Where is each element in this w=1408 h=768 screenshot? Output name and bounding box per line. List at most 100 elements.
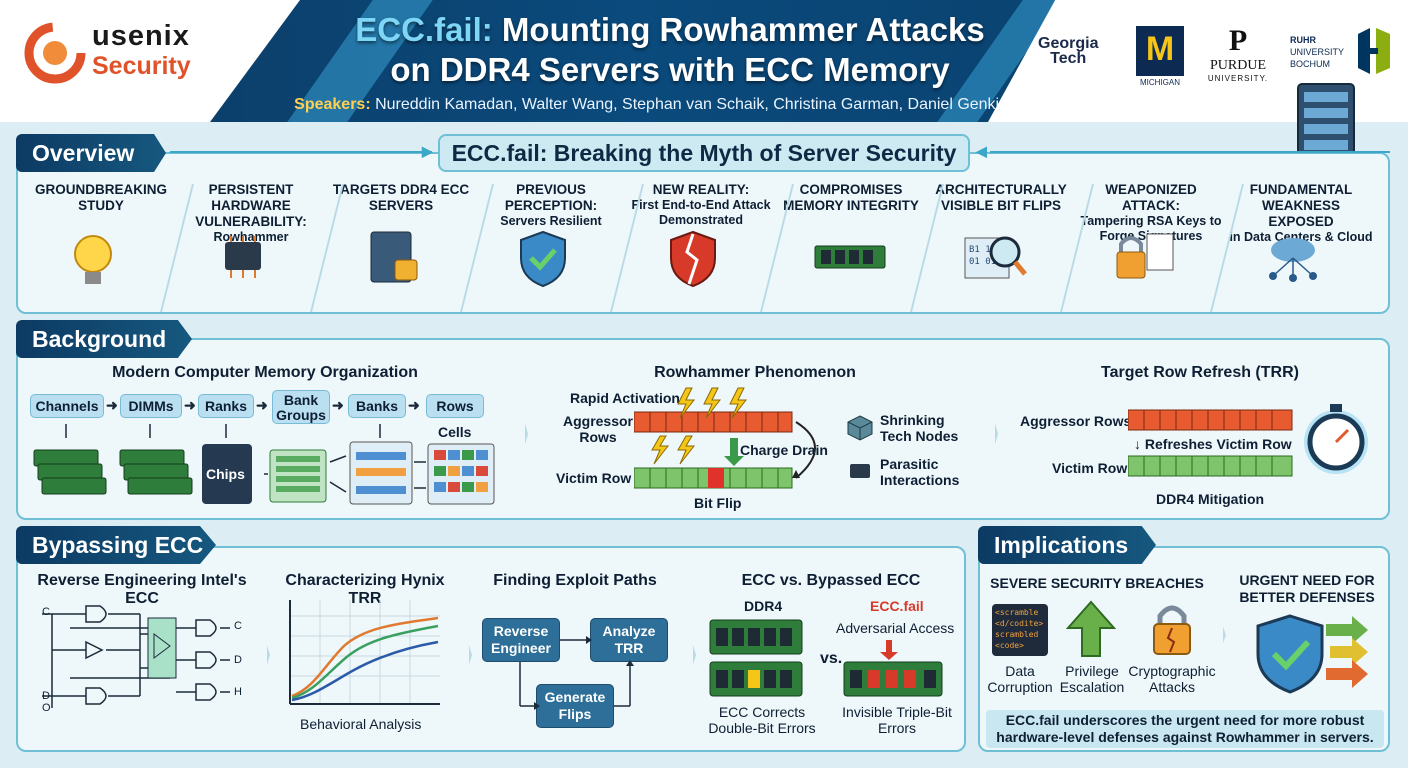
- charge-drain-label: Charge Drain: [740, 442, 828, 458]
- privilege-escalation-label: Privilege Escalation: [1059, 663, 1125, 695]
- re-label-d-right: D: [234, 654, 242, 666]
- org-banks: Banks: [348, 394, 406, 418]
- overview-item-title: NEW REALITY:: [652, 182, 750, 197]
- overview-item-title: FUNDAMENTAL WEAKNESS EXPOSED: [1249, 182, 1353, 229]
- eccfail-label: ECC.fail: [870, 598, 924, 614]
- header: usenix Security ECC.fail: Mounting Rowha…: [0, 0, 1408, 122]
- re-label-c-right: C: [234, 620, 242, 632]
- chips-label: Chips: [206, 466, 245, 482]
- overview-item: WEAPONIZED ATTACK:Tampering RSA Keys to …: [1078, 182, 1224, 279]
- re-label-d-left: D: [42, 690, 50, 702]
- invisible-errors-label: Invisible Triple-Bit Errors: [842, 704, 952, 736]
- broken-shield-icon: [670, 230, 716, 288]
- data-corruption-label: Data Corruption: [987, 663, 1053, 695]
- vs-label: vs.: [820, 650, 843, 667]
- overview-item: PERSISTENT HARDWARE VULNERABILITY:Rowham…: [178, 182, 324, 278]
- broken-lock-icon: [1153, 605, 1191, 655]
- overview-item: COMPROMISES MEMORY INTEGRITY: [778, 182, 924, 269]
- shield-arrows-icon: [1256, 614, 1368, 694]
- page-title: ECC.fail: Mounting Rowhammer Attacks on …: [355, 11, 985, 88]
- analyze-trr-box: Analyze TRR: [590, 618, 668, 662]
- exploit-title: Finding Exploit Paths: [493, 572, 657, 589]
- org-channels: Channels: [30, 394, 104, 418]
- exploit-flow-arrows: [519, 636, 634, 710]
- trr-title: Target Row Refresh (TRR): [1101, 364, 1299, 381]
- divider-chevron-4: [452, 590, 472, 720]
- org-dimms: DIMMs: [120, 394, 182, 418]
- overview-item-subtitle: Rowhammer: [213, 230, 289, 244]
- rapid-activations-label: Rapid Activations: [570, 390, 688, 406]
- server-lock-icon: [370, 231, 418, 283]
- shrinking-label: Shrinking Tech Nodes: [880, 412, 959, 444]
- overview-item: PREVIOUS PERCEPTION:Servers Resilient: [478, 182, 624, 288]
- re-label-o-left: O: [42, 702, 51, 714]
- re-label-h-right: H: [234, 686, 242, 698]
- trr-victim-label: Victim Row: [1052, 460, 1128, 476]
- parasitic-label: Parasitic Interactions: [880, 456, 960, 488]
- adversarial-access-label: Adversarial Access: [836, 620, 955, 636]
- aggressor-rows-label: Aggressor Rows: [562, 413, 634, 445]
- shield-check-icon: [520, 230, 566, 288]
- usenix-wordmark: usenix: [92, 20, 190, 52]
- michigan-label: MICHIGAN: [1140, 78, 1180, 87]
- hynix-title: Characterizing Hynix TRR: [285, 572, 445, 607]
- cube-icon: [847, 415, 873, 441]
- cells-label: Cells: [438, 424, 472, 440]
- ddr4-label: DDR4: [744, 598, 783, 614]
- code-icon: <scramble<d/codite>scrambled<code>: [992, 604, 1048, 656]
- reverse-engineer-box: Reverse Engineer: [482, 618, 560, 662]
- up-arrow-icon: [1066, 600, 1116, 657]
- callout-line-left: [170, 151, 432, 153]
- svg-text:01 01: 01 01: [969, 257, 996, 267]
- implications-tab: Implications: [978, 526, 1156, 564]
- divider-chevron-5: [676, 590, 696, 720]
- ecc-vs-title: ECC vs. Bypassed ECC: [741, 572, 921, 589]
- divider-chevron-6: [1206, 580, 1226, 690]
- bypassing-tab: Bypassing ECC: [16, 526, 216, 564]
- overview-item: GROUNDBREAKING STUDY: [28, 182, 174, 284]
- speakers-line: Speakers: Nureddin Kamadan, Walter Wang,…: [294, 96, 1106, 113]
- overview-item-title: COMPROMISES MEMORY INTEGRITY: [783, 182, 919, 213]
- rub-logo-icon: [1358, 28, 1390, 74]
- trr-refresh-label: ↓ Refreshes Victim Row: [1134, 436, 1292, 452]
- memory-module-icon: [814, 245, 886, 269]
- usenix-logo-icon: [24, 22, 86, 84]
- overview-callout: ECC.fail: Breaking the Myth of Server Se…: [438, 134, 970, 172]
- trr-mitigation-label: DDR4 Mitigation: [1156, 491, 1265, 507]
- trr-diagram: [1128, 409, 1293, 477]
- overview-item: NEW REALITY:First End-to-End Attack Demo…: [628, 182, 774, 288]
- severe-breaches-title: SEVERE SECURITY BREACHES: [990, 575, 1204, 591]
- cryptographic-attacks-label: Cryptographic Attacks: [1128, 663, 1216, 695]
- usenix-logo-area: usenix Security: [0, 0, 300, 122]
- overview-item-title: WEAPONIZED ATTACK:: [1105, 182, 1197, 213]
- chip-small-icon: [850, 464, 870, 478]
- broken-lock-document-icon: [1116, 233, 1174, 279]
- overview-item-title: PERSISTENT HARDWARE VULNERABILITY:: [195, 182, 307, 229]
- org-rows: Rows: [426, 394, 484, 418]
- stopwatch-icon: [1304, 404, 1368, 474]
- overview-item-subtitle: Servers Resilient: [500, 214, 602, 228]
- overview-panel: [16, 152, 1390, 314]
- michigan-logo: M: [1136, 26, 1184, 76]
- chip-icon: [225, 236, 261, 278]
- generate-flips-box: Generate Flips: [536, 684, 614, 728]
- background-tab: Background: [16, 320, 192, 358]
- memory-hierarchy-diagram: [33, 424, 495, 505]
- overview-item: TARGETS DDR4 ECC SERVERS: [328, 182, 474, 283]
- overview-item-title: TARGETS DDR4 ECC SERVERS: [332, 182, 470, 213]
- divider-chevron: [508, 364, 528, 504]
- re-label-c-left: C: [42, 606, 50, 618]
- rowhammer-diagram: [634, 387, 816, 489]
- org-bank-groups: Bank Groups: [272, 390, 330, 424]
- memory-organization-title: Modern Computer Memory Organization: [112, 364, 418, 381]
- purdue-logo: P PURDUE UNIVERSITY.: [1207, 24, 1269, 83]
- callout-line-right: [990, 151, 1390, 153]
- rowhammer-title: Rowhammer Phenomenon: [654, 364, 856, 381]
- hynix-chart: [289, 600, 440, 705]
- overview-tab: Overview: [16, 134, 166, 172]
- overview-item-subtitle: in Data Centers & Cloud: [1229, 230, 1373, 244]
- ecc-corrects-label: ECC Corrects Double-Bit Errors: [708, 704, 816, 736]
